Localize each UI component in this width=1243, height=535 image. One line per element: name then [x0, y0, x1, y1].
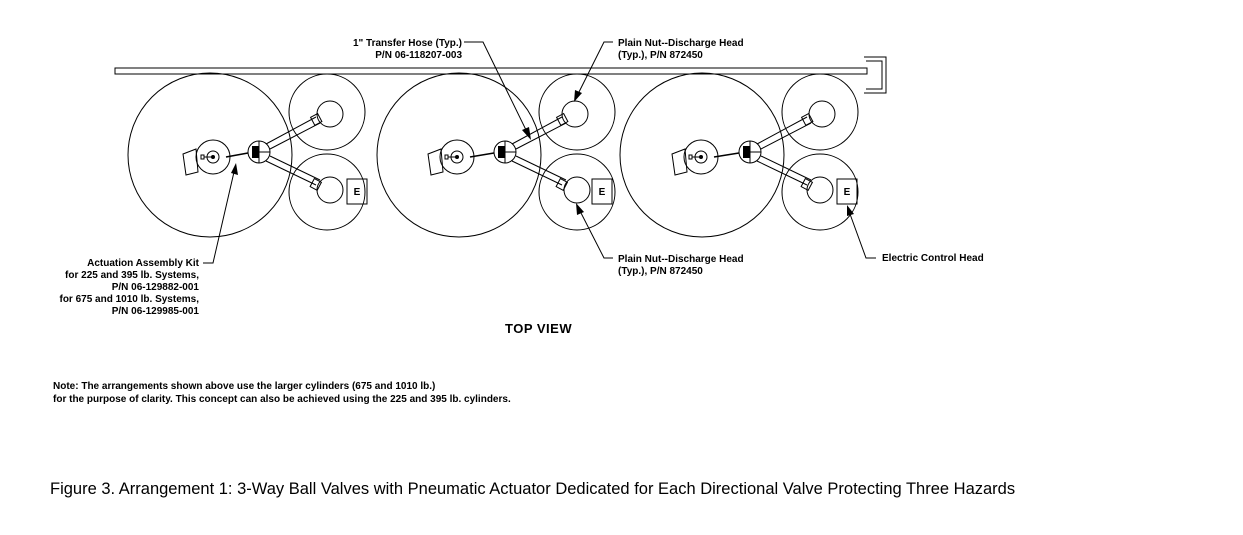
pneumatic-actuator	[182, 148, 199, 176]
electric-control-head	[836, 178, 858, 205]
leader-plain-nut-top	[577, 41, 613, 95]
leader-electric-control-head	[849, 213, 876, 259]
discharge-head-top	[316, 100, 344, 128]
large-cylinder	[127, 72, 293, 238]
electric-control-head	[346, 178, 368, 205]
leader-actuation-kit	[203, 171, 235, 264]
transfer-hose-bottom	[265, 155, 321, 186]
small-cylinder-top	[781, 73, 859, 151]
cylinder-group-1: E	[127, 72, 368, 238]
discharge-head-top	[808, 100, 836, 128]
label-plain-nut-top-line1: Plain Nut--Discharge Head	[618, 38, 744, 49]
small-cylinder-bottom	[538, 153, 616, 231]
arrowhead-plain-nut-bottom	[576, 203, 584, 215]
electric-head-marker: E	[599, 187, 606, 198]
label-actuation-line2: for 225 and 395 lb. Systems,	[65, 270, 199, 281]
label-transfer-hose-line1: 1" Transfer Hose (Typ.)	[353, 38, 462, 49]
arrowhead-transfer-hose	[522, 127, 531, 140]
cylinder-group-2: E	[376, 72, 616, 238]
transfer-hose-top	[756, 116, 812, 150]
pneumatic-actuator	[427, 148, 444, 176]
small-cylinder-top	[538, 73, 616, 151]
electric-head-marker: E	[844, 187, 851, 198]
label-plain-nut-top-line2: (Typ.), P/N 872450	[618, 50, 703, 61]
transfer-hose-top	[511, 116, 567, 150]
label-electric-control-head: Electric Control Head	[882, 253, 984, 264]
electric-head-marker: E	[354, 187, 361, 198]
cylinder-group-3: E	[619, 72, 859, 238]
transfer-hose-bottom	[756, 155, 812, 186]
transfer-hose-bottom	[511, 155, 567, 186]
note-line-2: for the purpose of clarity. This concept…	[53, 393, 511, 405]
label-actuation-line5: P/N 06-129985-001	[112, 306, 200, 317]
leader-transfer-hose	[464, 41, 528, 133]
label-actuation-line3: P/N 06-129882-001	[112, 282, 200, 293]
transfer-hose-top	[265, 116, 321, 150]
arrowhead-electric-control-head	[847, 205, 854, 216]
label-plain-nut-bottom-line2: (Typ.), P/N 872450	[618, 266, 703, 277]
manifold-bar	[114, 67, 868, 75]
arrowhead-actuation-kit	[231, 163, 238, 175]
figure-caption: Figure 3. Arrangement 1: 3-Way Ball Valv…	[50, 480, 1016, 498]
label-actuation-line4: for 675 and 1010 lb. Systems,	[59, 294, 199, 305]
leader-plain-nut-bottom	[579, 210, 613, 259]
discharge-head-bottom	[316, 176, 344, 204]
label-actuation-line1: Actuation Assembly Kit	[87, 258, 200, 269]
large-cylinder	[376, 72, 542, 238]
label-plain-nut-bottom-line1: Plain Nut--Discharge Head	[618, 254, 744, 265]
note-block: Note: The arrangements shown above use t…	[53, 381, 511, 406]
electric-control-head	[591, 178, 613, 205]
note-line-1: Note: The arrangements shown above use t…	[53, 381, 436, 392]
small-cylinder-top	[288, 73, 366, 151]
discharge-head-bottom	[563, 176, 591, 204]
large-cylinder	[619, 72, 785, 238]
small-cylinder-bottom	[781, 153, 859, 231]
label-transfer-hose-line2: P/N 06-118207-003	[375, 50, 462, 61]
small-cylinder-bottom	[288, 153, 366, 231]
arrowhead-plain-nut-top	[574, 90, 582, 102]
bar-end-bracket	[864, 56, 887, 94]
pneumatic-actuator	[671, 148, 688, 176]
view-label: TOP VIEW	[505, 321, 573, 336]
discharge-head-bottom	[806, 176, 834, 204]
